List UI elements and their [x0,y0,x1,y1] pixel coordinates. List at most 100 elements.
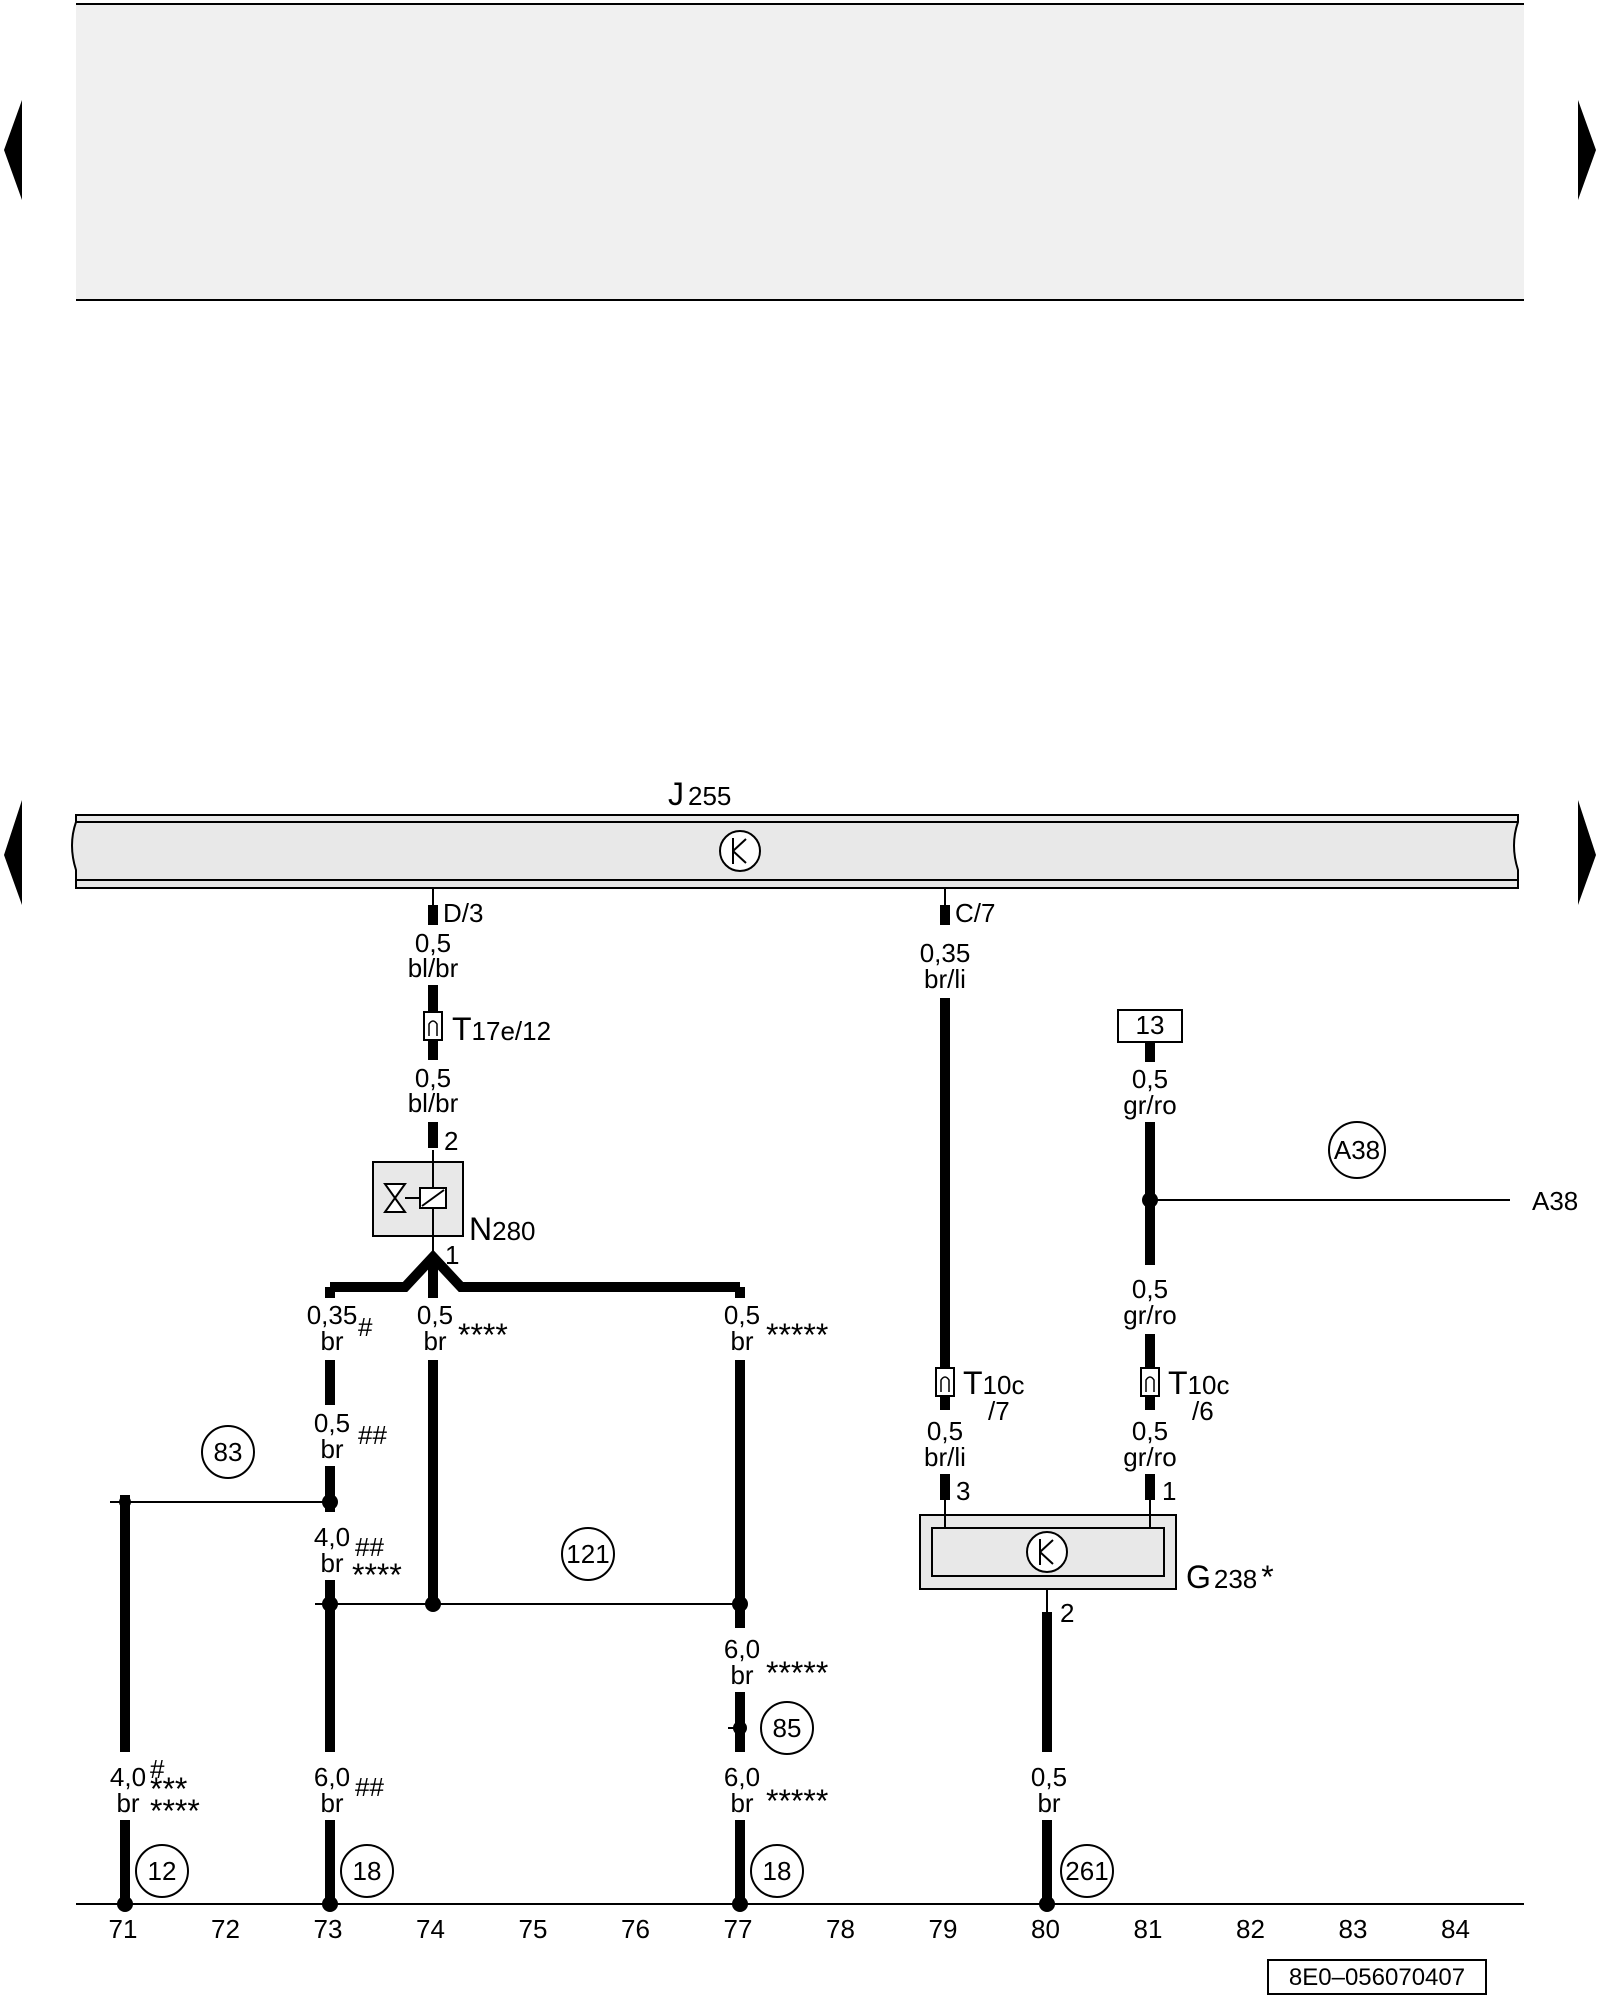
ref-circle-label: 85 [773,1713,802,1743]
wire-mark: **** [352,1557,402,1593]
electronic-unit-icon [719,830,761,872]
wire-mark: ## [355,1532,384,1562]
t10c-7-connector-icon [935,1367,955,1397]
n280-valve: N280 1 [372,1150,536,1270]
wire-col-74-77: 6,0 br ***** 6,0 br ***** [315,1360,828,1904]
scale-number: 79 [929,1914,958,1944]
ref-circle[interactable] [1060,1844,1114,1898]
ref-box-13-label: 13 [1136,1010,1165,1040]
n280-label: N280 [469,1211,536,1247]
wire-col-73: 0,5 br ## 4,0 br ## **** 6,0 br ## [314,1360,402,1904]
wire-size: 6,0 [314,1762,350,1792]
top-panel [76,4,1524,300]
prev-page-arrow-bottom[interactable] [4,800,22,905]
scale-number: 83 [1339,1914,1368,1944]
wire-color: gr/ro [1123,1300,1176,1330]
pin-d3-label: D/3 [443,898,483,928]
scale-number: 81 [1134,1914,1163,1944]
wire-size: 0,5 [1031,1762,1067,1792]
pin-label: 2 [444,1126,458,1156]
scale-number: 80 [1031,1914,1060,1944]
t10c-6-connector-icon [1140,1367,1160,1397]
wire-c7-g238: C/7 0,35 br/li T10c /7 0,5 br/li 3 [920,888,1024,1506]
wire-color: br [320,1434,343,1464]
ref-circle[interactable] [561,1527,615,1581]
wire-size: 0,35 [920,938,971,968]
wire-size: 0,5 [417,1300,453,1330]
pin-label: 3 [956,1476,970,1506]
ref-circle[interactable] [750,1844,804,1898]
wire-size: 6,0 [724,1634,760,1664]
t17e-connector-icon [423,1011,443,1041]
wire-size: 0,35 [307,1300,358,1330]
wire-mark: **** [150,1793,200,1829]
ref-circle-label: 83 [214,1437,243,1467]
electronic-unit-icon [1026,1531,1068,1573]
wire-color: br [320,1788,343,1818]
pin-c7-label: C/7 [955,898,995,928]
t17e-label: T17e/12 [452,1011,551,1047]
wire-color: bl/br [408,1088,459,1118]
wire-color: br/li [924,1442,966,1472]
scale-number: 84 [1441,1914,1470,1944]
scale-number: 72 [211,1914,240,1944]
pin-label: /7 [988,1396,1010,1426]
split-wires: 0,35 br # 0,5 br **** 0,5 br ***** [307,1249,828,1356]
ref-circle-label: 121 [566,1539,609,1569]
wire-size: 0,5 [314,1408,350,1438]
ref-circle-label: 261 [1065,1856,1108,1886]
wire-color: gr/ro [1123,1090,1176,1120]
ref-circle-a38 [1328,1121,1386,1179]
next-page-arrow-top[interactable] [1578,100,1596,200]
pin-label: /6 [1192,1396,1214,1426]
scale-number: 75 [519,1914,548,1944]
wire-color: br [320,1548,343,1578]
wire-color: br [1037,1788,1060,1818]
wire-mark: ## [358,1420,387,1450]
wire-mark: ## [355,1772,384,1802]
scale-number: 74 [416,1914,445,1944]
ref-circles: 83 121 85 12 18 18 261 [135,1425,1114,1898]
wire-mark: ***** [766,1655,828,1691]
wire-size: 4,0 [314,1522,350,1552]
valve-icon [383,1183,407,1213]
ref-circle[interactable] [201,1425,255,1479]
pin-label: 2 [1060,1598,1074,1628]
wire-d3-n280: D/3 0,5 bl/br T17e/12 0,5 bl/br 2 [408,888,551,1156]
scale-number: 77 [724,1914,753,1944]
doc-id-box [1267,1959,1487,1995]
wire-mark: # [358,1312,373,1342]
wire-mark: **** [458,1317,508,1353]
wire-size: 0,5 [415,1063,451,1093]
t10c-6-label: T10c [1168,1365,1229,1401]
scale-number: 73 [314,1914,343,1944]
wire-13-g238: 13 0,5 gr/ro A38 A38 0,5 gr/ro T10c /6 0… [1117,1009,1578,1506]
next-page-arrow-bottom[interactable] [1578,800,1596,905]
scale-number: 78 [826,1914,855,1944]
ref-circle-label: 18 [353,1856,382,1886]
wire-color: br [730,1326,753,1356]
wire-color: br [320,1326,343,1356]
wire-mark: # [150,1754,165,1784]
scale-number: 76 [621,1914,650,1944]
scale-number: 71 [109,1914,138,1944]
wire-mark: ***** [766,1317,828,1353]
wire-size: 0,5 [1132,1274,1168,1304]
ref-circle[interactable] [340,1844,394,1898]
wire-col-71: 4,0 br # *** **** [110,1495,330,1904]
wire-color: br [116,1788,139,1818]
wire-size: 6,0 [724,1762,760,1792]
a38-continuation-label[interactable]: A38 [1532,1186,1578,1216]
pin-label: 1 [445,1240,459,1270]
ref-circle-label: 18 [763,1856,792,1886]
ref-circle[interactable] [760,1701,814,1755]
wire-size: 0,5 [1132,1416,1168,1446]
ref-circle[interactable] [135,1844,189,1898]
prev-page-arrow-top[interactable] [4,100,22,200]
